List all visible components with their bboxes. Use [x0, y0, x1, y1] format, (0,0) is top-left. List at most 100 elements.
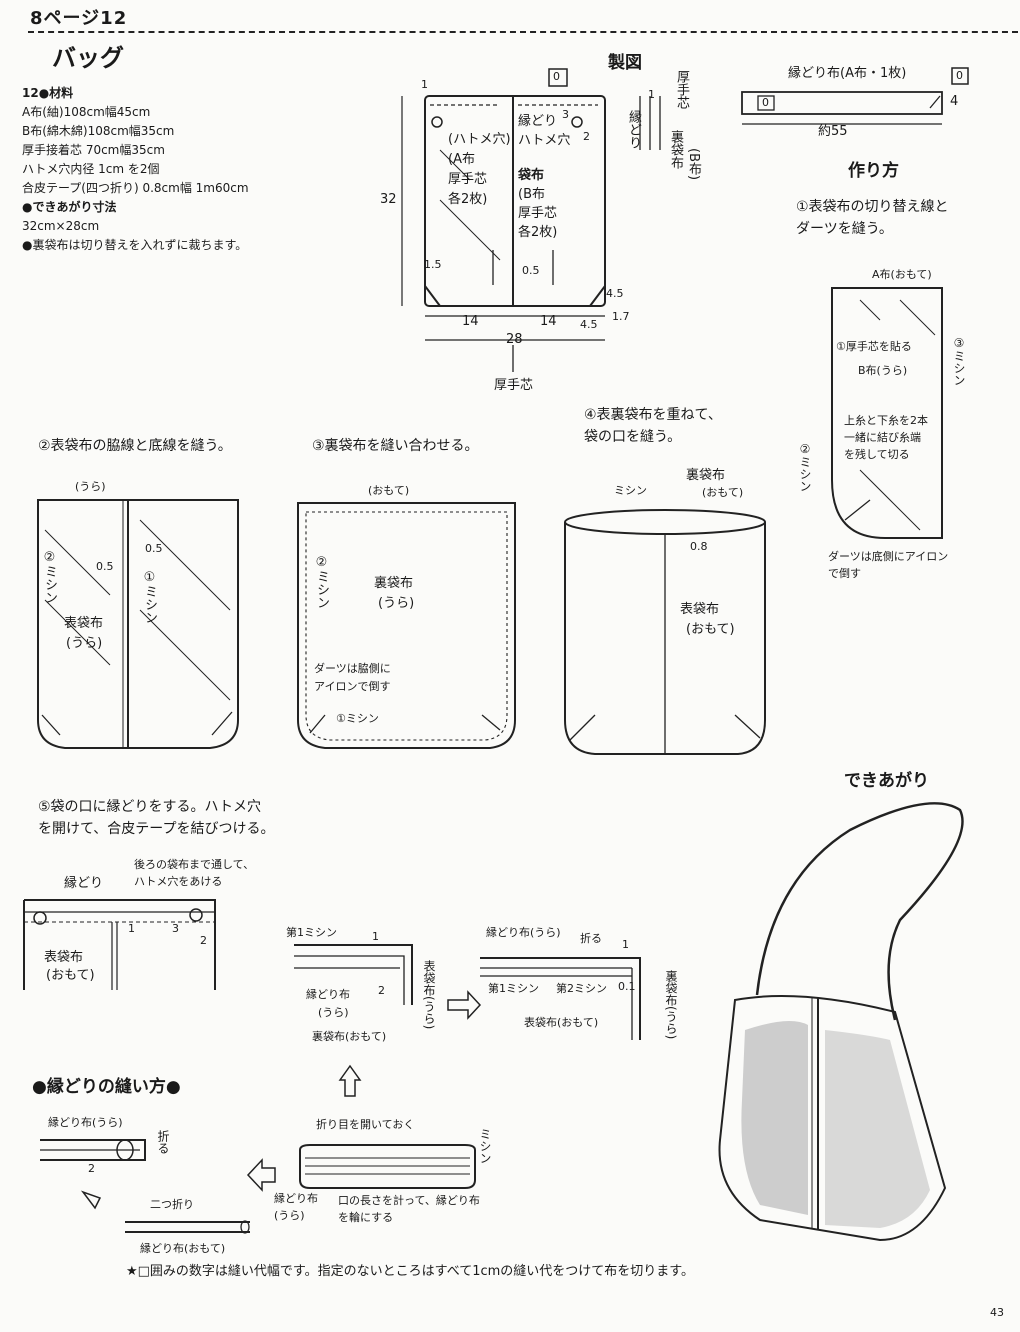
dim-label: 0: [553, 70, 560, 83]
bind-label: 縁どり布(うら): [48, 1116, 123, 1129]
step5-label: 表袋布: [44, 950, 84, 965]
material-item: A布(紬)108cm幅45cm: [22, 105, 151, 119]
note-line: ダーツは脇側に: [314, 662, 391, 675]
step2-label: 0.5: [96, 560, 114, 573]
detail-label: 縁どり布(うら): [486, 926, 561, 939]
detail-label: 表袋布(うら): [422, 960, 436, 1030]
step1-label: ②ミシン: [798, 442, 812, 492]
dim-label: 約55: [818, 124, 848, 139]
note-line: 縁どり布: [274, 1192, 318, 1205]
dim-label: 4.5: [606, 287, 624, 300]
detail-label: 表袋布(おもて): [524, 1016, 599, 1029]
step3-dart-note: ダーツは脇側に アイロンで倒す: [314, 660, 391, 696]
dim-label: 14: [540, 314, 557, 329]
panel-label: (ハトメ穴): [448, 132, 511, 147]
page-reference: 8ページ12: [30, 8, 128, 29]
bind-label: 二つ折り: [150, 1198, 194, 1211]
detail-label: (うら): [318, 1006, 349, 1019]
interfacing-label: 厚手芯: [494, 378, 534, 393]
dim-label: 2: [88, 1162, 95, 1175]
step4-label: ミシン: [614, 484, 647, 497]
finished-title: できあがり: [844, 771, 929, 791]
pattern-title: 製図: [608, 53, 642, 73]
loop-note: 口の長さを計って、縁どり布 を輪にする: [338, 1192, 480, 1226]
note-line: を残して切る: [844, 448, 910, 461]
panel-label: 袋布: [518, 168, 545, 183]
panel-label: (B布: [518, 187, 545, 202]
dim-label: 1: [622, 938, 629, 951]
step3-drawing: [297, 502, 516, 749]
finished-size-heading: ●できあがり寸法: [22, 200, 117, 214]
dim-label: 1: [128, 922, 135, 935]
note-line: 口の長さを計って、縁どり布: [338, 1194, 480, 1207]
how-to-bind-drawing: [40, 1064, 476, 1234]
dim-label: 1: [421, 78, 428, 91]
seam-allowance-box: 0: [762, 96, 769, 109]
dim-label: 0.5: [522, 264, 540, 277]
binding-side-label: 縁どり: [626, 110, 641, 149]
material-item: B布(綿木綿)108cm幅35cm: [22, 124, 175, 138]
note-line: 上糸と下糸を2本: [844, 414, 928, 427]
dim-label: 2: [378, 984, 385, 997]
note-line: で倒す: [828, 567, 861, 580]
step2-label: ①ミシン: [142, 570, 157, 624]
detail-label: 折る: [580, 932, 602, 945]
step1-dart-note: ダーツは底側にアイロン で倒す: [828, 548, 948, 582]
lining-side-label: 裏袋布: [668, 130, 683, 169]
right-panel-labels: 縁どり ハトメ穴 袋布 (B布 厚手芯 各2枚): [518, 112, 570, 242]
step1-thread-note: 上糸と下糸を2本 一緒に結び糸端 を残して切る: [844, 412, 928, 463]
detail-label: 第2ミシン: [556, 982, 607, 995]
panel-label: 厚手芯: [518, 206, 558, 221]
step3-label: ①ミシン: [336, 712, 379, 725]
step3-label: (おもて): [368, 484, 410, 497]
step5-label: (おもて): [46, 968, 95, 983]
dim-label: 1: [372, 930, 379, 943]
step5-caption: ⑤袋の口に縁どりをする。ハトメ穴 を開けて、合皮テープを結びつける。: [38, 796, 274, 840]
page-number: 43: [990, 1306, 1004, 1319]
note-line: を輪にする: [338, 1211, 394, 1224]
seam-allowance-box: 0: [956, 69, 963, 82]
step4-drawing: [564, 509, 766, 755]
detail-label: 裏袋布(おもて): [312, 1030, 387, 1043]
bind-label: 折り目を開いておく: [316, 1118, 415, 1131]
step5-eyelet-note: 後ろの袋布まで通して、 ハトメ穴をあける: [134, 856, 254, 890]
pattern-draft-drawing: [401, 68, 661, 372]
step4-label: (おもて): [702, 486, 744, 499]
step2-label: (うら): [66, 636, 103, 651]
bind-label: 縁どり布(おもて): [140, 1242, 226, 1255]
caption-line: ④表裏袋布を重ねて、: [584, 407, 722, 423]
interfacing-side-label: 厚手芯: [674, 70, 689, 109]
finished-size: 32cm×28cm: [22, 219, 100, 233]
panel-label: 各2枚): [448, 192, 488, 207]
dim-label: 14: [462, 314, 479, 329]
note-line: (うら): [274, 1209, 305, 1222]
materials-list: 12●材料 A布(紬)108cm幅45cm B布(綿木綿)108cm幅35cm …: [22, 84, 249, 255]
panel-label: 厚手芯: [448, 172, 488, 187]
bind-label: 折る: [156, 1130, 170, 1154]
dim-label: 3: [172, 922, 179, 935]
bind-label: ミシン: [478, 1128, 492, 1164]
step4-label: 裏袋布: [686, 468, 726, 483]
panel-label: 縁どり: [518, 114, 558, 129]
dim-label: 28: [506, 332, 523, 347]
how-to-bind-title: ●縁どりの縫い方●: [32, 1077, 181, 1097]
step2-label: 0.5: [145, 542, 163, 555]
b-cloth-side-label: (B布): [686, 148, 701, 181]
detail-label: 裏袋布(うら): [664, 970, 678, 1040]
panel-label: ハトメ穴: [518, 133, 571, 148]
dim-label: 3: [562, 108, 569, 121]
step2-drawing: [37, 499, 239, 749]
step4-label: 表袋布: [680, 602, 720, 617]
note-line: 後ろの袋布まで通して、: [134, 858, 255, 871]
step1-drawing: [831, 287, 943, 539]
dim-label: 32: [380, 192, 397, 207]
page-title: バッグ: [52, 44, 124, 72]
header-divider: [28, 31, 1018, 33]
dim-label: 4: [950, 94, 959, 109]
step4-label: 0.8: [690, 540, 708, 553]
material-item: ハトメ穴内径 1cm を2個: [22, 162, 160, 176]
binding-strip-drawing: [741, 67, 969, 125]
panel-label: 各2枚): [518, 225, 558, 240]
detail-label: 縁どり布: [306, 988, 350, 1001]
